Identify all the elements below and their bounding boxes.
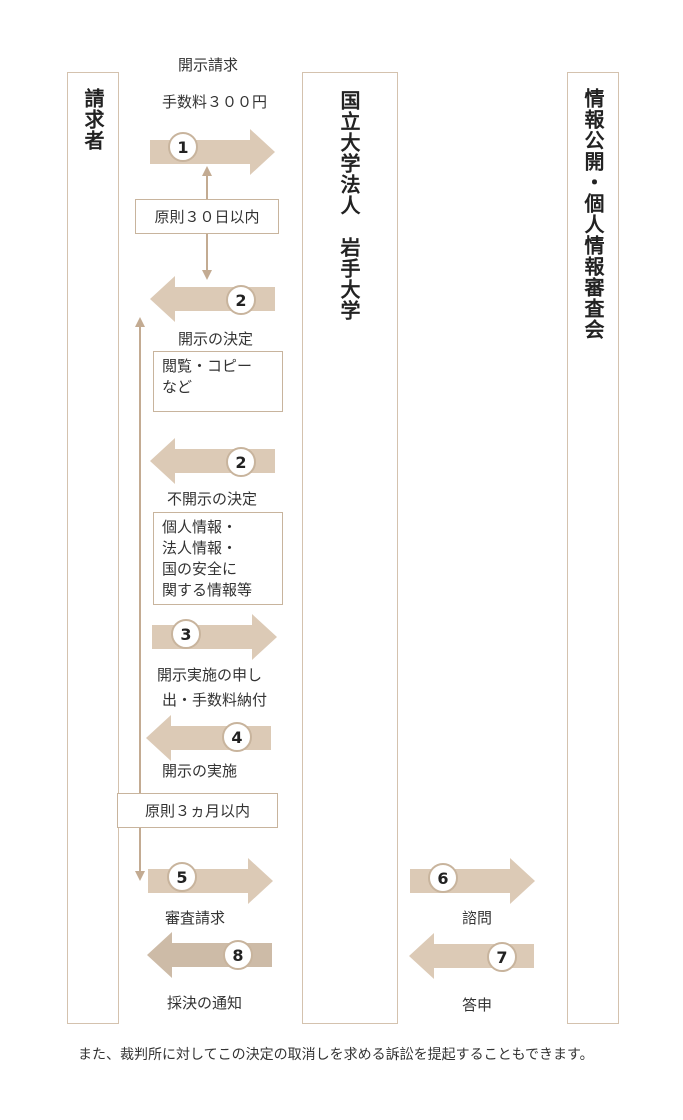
apply-label-line2: 出・手数料納付 bbox=[162, 691, 268, 709]
implementation-label: 開示の実施 bbox=[162, 762, 238, 780]
arrow-implementation bbox=[146, 715, 271, 761]
requester-title: 請求者 bbox=[81, 88, 105, 151]
arrow-disclose-decision bbox=[150, 276, 275, 322]
arrow-nondisclose-decision bbox=[150, 438, 275, 484]
apply-label-line1: 開示実施の申し bbox=[157, 666, 263, 684]
nondisclose-decision-label: 不開示の決定 bbox=[167, 490, 258, 508]
university-lane bbox=[302, 72, 398, 1024]
request-label: 開示請求 bbox=[178, 56, 239, 74]
requester-lane bbox=[67, 72, 119, 1024]
nondisclose-reasons-box: 個人情報・ 法人情報・ 国の安全に 関する情報等 bbox=[153, 512, 283, 605]
view-copy-line: 閲覧・コピー bbox=[162, 357, 253, 375]
board-title: 情報公開・個人情報審査会 bbox=[581, 88, 605, 340]
reason-line: 法人情報・ bbox=[162, 539, 238, 557]
step-4-badge: 4 bbox=[222, 722, 252, 752]
ruling-label: 採決の通知 bbox=[167, 994, 243, 1012]
fee-label: 手数料３００円 bbox=[162, 93, 268, 111]
step-7-badge: 7 bbox=[487, 942, 517, 972]
step-2-badge: 2 bbox=[226, 285, 256, 315]
reason-line: 国の安全に bbox=[162, 560, 238, 578]
principle-30days-box: 原則３０日以内 bbox=[135, 199, 279, 234]
step-8-badge: 8 bbox=[223, 940, 253, 970]
view-copy-box: 閲覧・コピー など bbox=[153, 351, 283, 412]
report-label: 答申 bbox=[462, 996, 493, 1014]
step-6-badge: 6 bbox=[428, 863, 458, 893]
disclose-decision-label: 開示の決定 bbox=[178, 330, 254, 348]
step-1-badge: 1 bbox=[168, 132, 198, 162]
inquiry-label: 諮問 bbox=[462, 909, 493, 927]
reason-line: 個人情報・ bbox=[162, 518, 238, 536]
connector-3months bbox=[135, 317, 145, 881]
university-title: 国立大学法人 岩手大学 bbox=[337, 90, 361, 321]
view-copy-line: など bbox=[162, 378, 193, 396]
board-lane bbox=[567, 72, 619, 1024]
step-5-badge: 5 bbox=[167, 862, 197, 892]
step-2b-badge: 2 bbox=[226, 447, 256, 477]
principle-3months-box: 原則３ヵ月以内 bbox=[117, 793, 278, 828]
review-request-label: 審査請求 bbox=[165, 909, 226, 927]
step-3-badge: 3 bbox=[171, 619, 201, 649]
reason-line: 関する情報等 bbox=[162, 581, 253, 599]
arrow-ruling bbox=[147, 932, 272, 978]
footnote: また、裁判所に対してこの決定の取消しを求める訴訟を提起することもできます。 bbox=[78, 1047, 594, 1063]
